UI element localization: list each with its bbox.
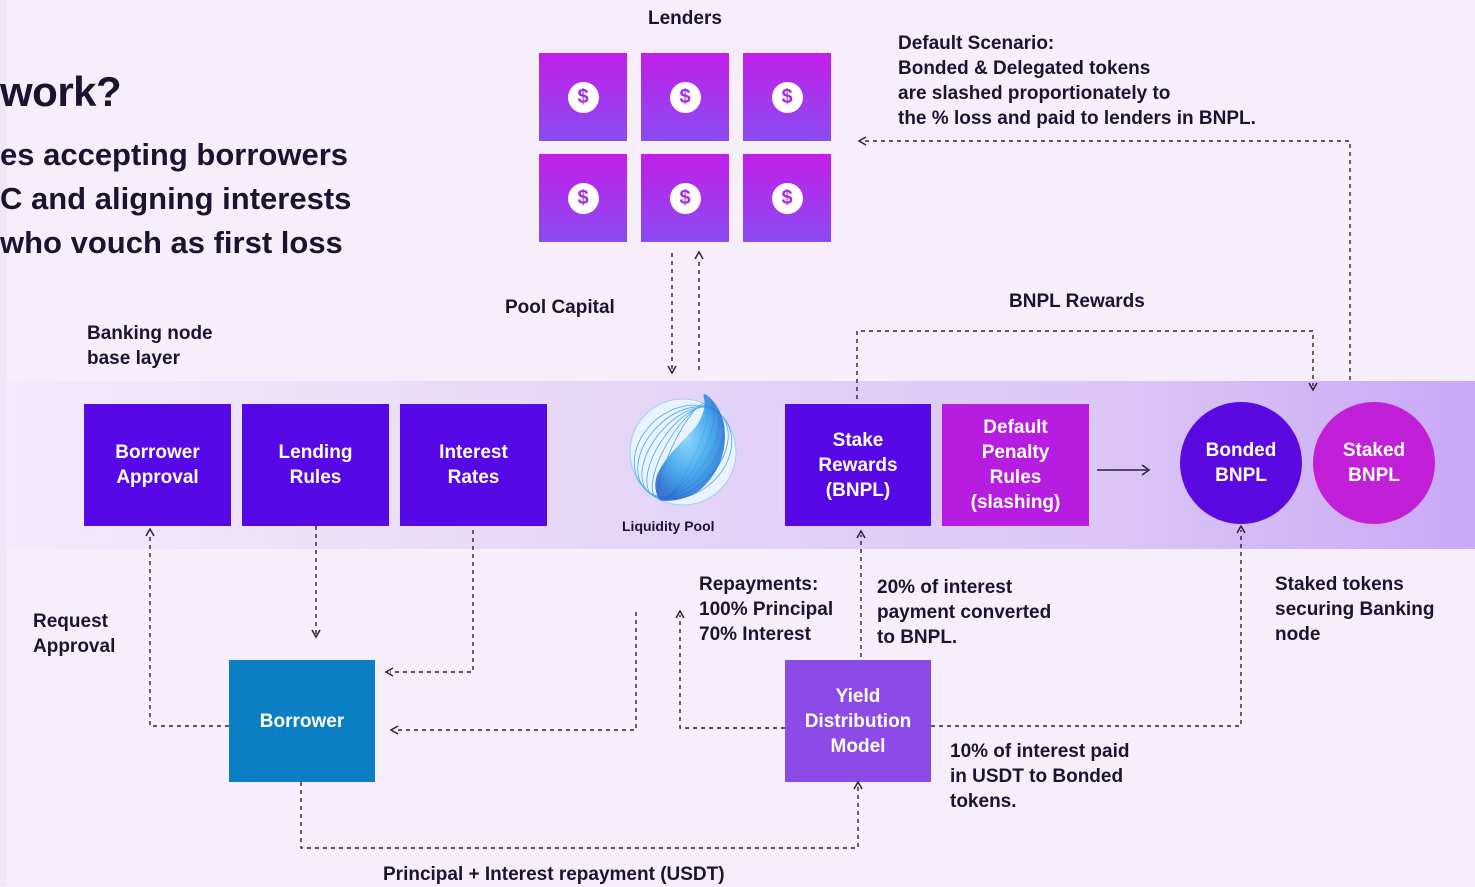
intro-line-1: es accepting borrowers — [0, 137, 349, 172]
default-scenario-title: Default Scenario: — [898, 33, 1055, 54]
lenders-title: Lenders — [648, 8, 722, 29]
intro-line-2: C and aligning interests — [0, 181, 352, 216]
bonded-bnpl-circle: Bonded BNPL — [1180, 402, 1302, 524]
staked-tokens-label: Staked tokens securing Banking node — [1275, 574, 1435, 645]
default-scenario-line: Bonded & Delegated tokens — [898, 58, 1151, 79]
interest-rates-box: Interest Rates — [400, 404, 547, 526]
borrower-approval-box: Borrower Approval — [84, 404, 231, 526]
repayments-label: Repayments: 100% Principal 70% Interest — [699, 574, 834, 645]
lender-tile: $ — [641, 154, 729, 242]
default-penalty-rules-box: Default Penalty Rules (slashing) — [942, 404, 1089, 526]
banking-node-label: Banking node base layer — [87, 323, 213, 369]
dollar-coin-icon: $ — [567, 182, 599, 214]
pool-capital-label: Pool Capital — [505, 297, 615, 318]
request-approval-label: Request Approval — [33, 611, 116, 657]
lender-tile: $ — [641, 53, 729, 141]
lender-tile: $ — [539, 53, 627, 141]
yield-distribution-model-box: Yield Distribution Model — [785, 660, 931, 782]
intro-line-3: who vouch as first loss — [0, 225, 343, 260]
borrower-box: Borrower — [229, 660, 375, 782]
liquidity-pool-label: Liquidity Pool — [622, 518, 715, 534]
lender-tile: $ — [539, 154, 627, 242]
dollar-coin-icon: $ — [669, 81, 701, 113]
bnpl-rewards-label: BNPL Rewards — [1009, 291, 1145, 312]
default-scenario-line: are slashed proportionately to — [898, 83, 1171, 104]
bnpl-conversion-label: 20% of interest payment converted to BNP… — [877, 577, 1052, 648]
dollar-coin-icon: $ — [771, 182, 803, 214]
lending-rules-box: Lending Rules — [242, 404, 389, 526]
dollar-coin-icon: $ — [771, 81, 803, 113]
bonded-interest-label: 10% of interest paid in USDT to Bonded t… — [950, 741, 1130, 812]
left-edge — [0, 0, 7, 886]
stake-rewards-box: Stake Rewards (BNPL) — [785, 404, 931, 526]
page-heading: work? — [0, 68, 122, 115]
lender-tile: $ — [743, 53, 831, 141]
dollar-coin-icon: $ — [669, 182, 701, 214]
default-scenario-line: the % loss and paid to lenders in BNPL. — [898, 108, 1256, 129]
principal-repayment-label: Principal + Interest repayment (USDT) — [383, 864, 725, 885]
lender-tile: $ — [743, 154, 831, 242]
liquidity-pool-sphere-icon — [629, 394, 737, 506]
dollar-coin-icon: $ — [567, 81, 599, 113]
staked-bnpl-circle: Staked BNPL — [1313, 402, 1435, 524]
